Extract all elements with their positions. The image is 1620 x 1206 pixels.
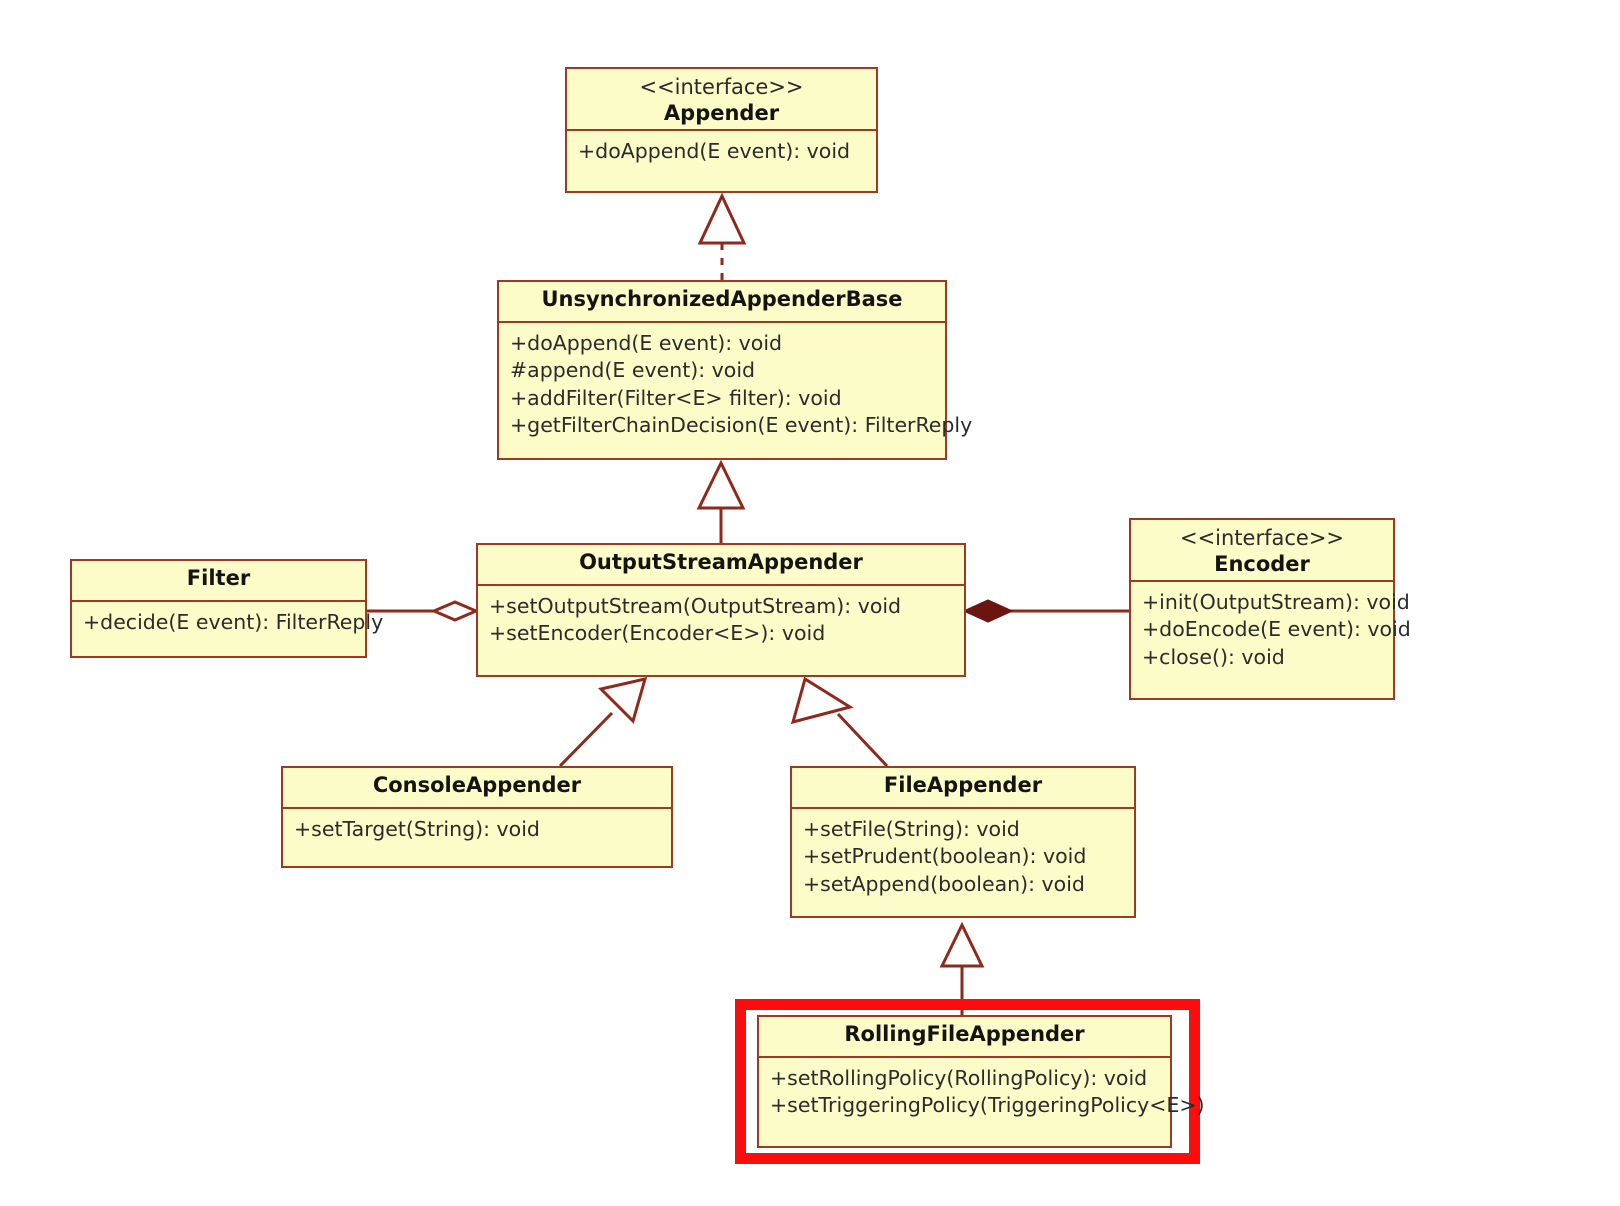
member-row: +getFilterChainDecision(E event): Filter… xyxy=(510,412,973,437)
member-row: +setTriggeringPolicy(TriggeringPolicy<E>… xyxy=(770,1093,1205,1118)
uml-class-filter-header: Filter xyxy=(72,561,365,602)
uml-class-consoleappender-members: +setTarget(String): void xyxy=(283,809,671,853)
member-row: +addFilter(Filter<E> filter): void xyxy=(510,385,842,410)
generalization-fileappender-to-outputstreamappender xyxy=(790,676,889,768)
composition-outputstreamappender-to-encoder xyxy=(962,599,1129,623)
uml-class-rollingfileappender-members: +setRollingPolicy(RollingPolicy): void +… xyxy=(759,1058,1205,1130)
uml-class-fileappender-name: FileAppender xyxy=(883,773,1043,797)
member-row: +decide(E event): FilterReply xyxy=(83,610,384,634)
uml-class-rollingfileappender-header: RollingFileAppender xyxy=(759,1017,1170,1058)
uml-class-fileappender-members: +setFile(String): void +setPrudent(boole… xyxy=(792,809,1134,908)
uml-class-outputstreamappender-header: OutputStreamAppender xyxy=(478,545,964,586)
uml-class-rollingfileappender[interactable]: RollingFileAppender +setRollingPolicy(Ro… xyxy=(757,1015,1205,1148)
member-row: +setFile(String): void xyxy=(803,817,1020,841)
member-row: +setPrudent(boolean): void xyxy=(803,844,1087,869)
rolling-file-appender-highlight xyxy=(735,999,1200,1164)
realization-unsynchronizedappenderbase-to-appender xyxy=(697,192,747,280)
uml-class-appender-members: +doAppend(E event): void xyxy=(567,131,876,175)
uml-class-unsynchronizedappenderbase-header: UnsynchronizedAppenderBase xyxy=(499,282,945,323)
uml-class-appender[interactable]: <<interface>> Appender +doAppend(E event… xyxy=(565,67,878,193)
generalization-outputstreamappender-to-unsynchronizedappenderbase xyxy=(696,459,746,543)
uml-class-filter[interactable]: Filter +decide(E event): FilterReply xyxy=(70,559,384,658)
uml-class-outputstreamappender-members: +setOutputStream(OutputStream): void +se… xyxy=(478,586,964,658)
uml-class-fileappender[interactable]: FileAppender +setFile(String): void +set… xyxy=(790,766,1136,918)
member-row: +setRollingPolicy(RollingPolicy): void xyxy=(770,1066,1148,1090)
uml-class-unsynchronizedappenderbase-name: UnsynchronizedAppenderBase xyxy=(541,287,903,311)
uml-class-outputstreamappender[interactable]: OutputStreamAppender +setOutputStream(Ou… xyxy=(476,543,966,677)
member-row: +setOutputStream(OutputStream): void xyxy=(489,594,902,618)
uml-class-encoder[interactable]: <<interface>> Encoder +init(OutputStream… xyxy=(1129,518,1411,700)
member-row: +setTarget(String): void xyxy=(294,817,540,841)
member-row: +doAppend(E event): void xyxy=(510,331,783,355)
uml-class-consoleappender-header: ConsoleAppender xyxy=(283,768,671,809)
uml-class-unsynchronizedappenderbase-members: +doAppend(E event): void #append(E event… xyxy=(499,323,973,449)
uml-class-appender-header: <<interface>> Appender xyxy=(567,69,876,131)
uml-class-consoleappender-name: ConsoleAppender xyxy=(372,773,582,797)
uml-class-encoder-name: Encoder xyxy=(1214,551,1310,576)
uml-class-fileappender-header: FileAppender xyxy=(792,768,1134,809)
member-row: +setAppend(boolean): void xyxy=(803,871,1085,896)
aggregation-outputstreamappender-to-filter xyxy=(367,600,480,622)
generalization-consoleappender-to-outputstreamappender xyxy=(558,676,648,768)
uml-class-unsynchronizedappenderbase[interactable]: UnsynchronizedAppenderBase +doAppend(E e… xyxy=(497,280,973,460)
member-row: +close(): void xyxy=(1142,644,1285,669)
uml-class-encoder-stereotype: <<interface>> xyxy=(1179,526,1345,550)
member-row: +setEncoder(Encoder<E>): void xyxy=(489,621,826,646)
uml-class-outputstreamappender-name: OutputStreamAppender xyxy=(579,550,863,574)
member-row: +doAppend(E event): void xyxy=(578,139,851,163)
uml-class-filter-name: Filter xyxy=(186,566,251,590)
uml-class-appender-name: Appender xyxy=(663,100,780,125)
uml-class-consoleappender[interactable]: ConsoleAppender +setTarget(String): void xyxy=(281,766,673,868)
uml-class-encoder-header: <<interface>> Encoder xyxy=(1131,520,1393,582)
member-row: #append(E event): void xyxy=(510,358,756,383)
uml-class-rollingfileappender-name: RollingFileAppender xyxy=(844,1022,1085,1046)
member-row: +doEncode(E event): void xyxy=(1142,617,1411,642)
uml-class-filter-members: +decide(E event): FilterReply xyxy=(72,602,384,646)
member-row: +init(OutputStream): void xyxy=(1142,590,1410,614)
uml-class-appender-stereotype: <<interface>> xyxy=(639,75,804,99)
uml-class-encoder-members: +init(OutputStream): void +doEncode(E ev… xyxy=(1131,582,1411,681)
